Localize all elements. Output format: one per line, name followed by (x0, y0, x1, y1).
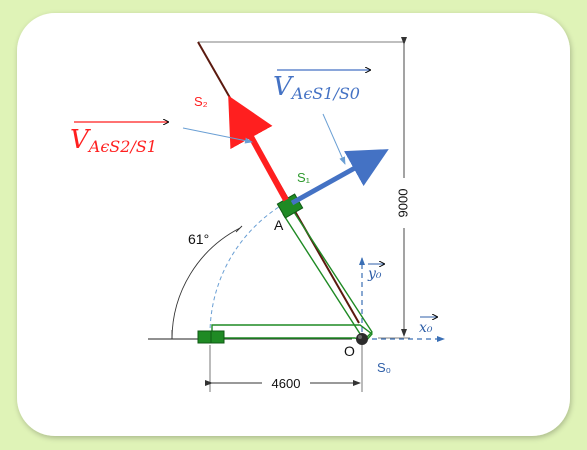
link-s1 (211, 324, 374, 343)
card-panel (17, 13, 570, 436)
angle-arc (171, 227, 241, 340)
trajectory-arc (209, 204, 283, 336)
label-y0: y₀ (367, 264, 384, 282)
label-s2: S₂ (194, 94, 208, 109)
label-point-a: A (274, 217, 284, 233)
dim-horizontal-label: 4600 (272, 376, 301, 391)
velocity-vector-blue (290, 149, 389, 206)
label-point-o: O (344, 343, 355, 359)
label-s0: S₀ (377, 360, 391, 375)
angle-label: 61° (188, 231, 209, 247)
pointer-blue-label (322, 113, 346, 165)
link-s1-arm (282, 205, 373, 342)
label-vector-red: VAϵS2/S1 (70, 122, 168, 156)
svg-text:VAϵS2/S1: VAϵS2/S1 (70, 125, 157, 156)
label-x0: x₀ (419, 317, 437, 336)
pointer-red-label (182, 127, 253, 144)
dim-vertical-label: 9000 (395, 189, 410, 218)
velocity-vector-red (228, 95, 289, 202)
label-s1: S₁ (297, 170, 311, 185)
svg-text:x₀: x₀ (419, 320, 433, 336)
label-vector-blue: VAϵS1/S0 (273, 70, 370, 103)
pivot-o (356, 333, 368, 345)
svg-text:VAϵS1/S0: VAϵS1/S0 (273, 72, 360, 103)
svg-text:y₀: y₀ (367, 266, 382, 282)
